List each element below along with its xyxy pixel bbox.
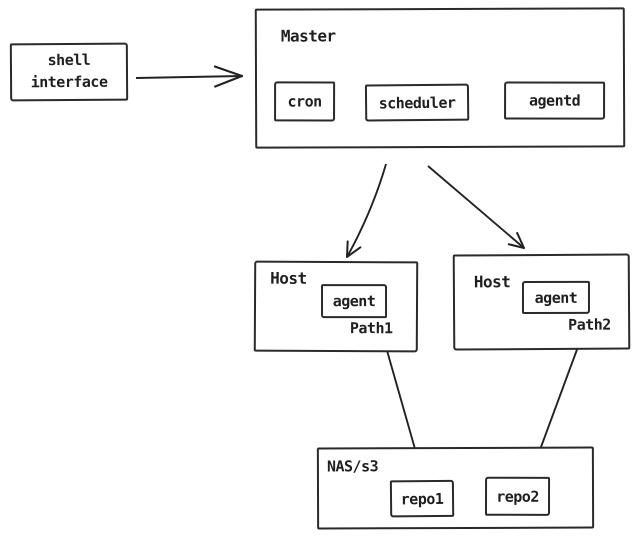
host1-label: Host	[270, 268, 307, 288]
agentd-node: agentd	[504, 81, 606, 120]
nas-node: NAS/s3 repo1 repo2	[316, 446, 595, 530]
host2-path-label: Path2	[568, 315, 611, 334]
edge-master-to-host2	[427, 165, 525, 249]
shell-interface-label-line1: shell	[47, 51, 91, 70]
repo2-node: repo2	[484, 476, 551, 516]
master-label: Master	[280, 26, 336, 46]
host2-agent-node: agent	[521, 280, 590, 314]
edge-shell-to-master	[135, 76, 242, 78]
shell-interface-label-line2: interface	[30, 72, 108, 92]
host1-agent-node: agent	[321, 284, 388, 319]
host2-node: Host agent Path2	[452, 253, 631, 351]
scheduler-node: scheduler	[364, 83, 470, 122]
nas-label: NAS/s3	[326, 457, 379, 476]
edge-master-to-host1	[346, 163, 387, 258]
repo1-node: repo1	[389, 479, 455, 518]
host1-path-label: Path1	[349, 319, 393, 338]
host2-label: Host	[473, 272, 511, 292]
cron-node: cron	[274, 81, 336, 122]
master-node: Master cron scheduler agentd	[254, 7, 626, 149]
shell-interface-node: shell interface	[9, 42, 129, 102]
host1-node: Host agent Path1	[253, 260, 419, 353]
